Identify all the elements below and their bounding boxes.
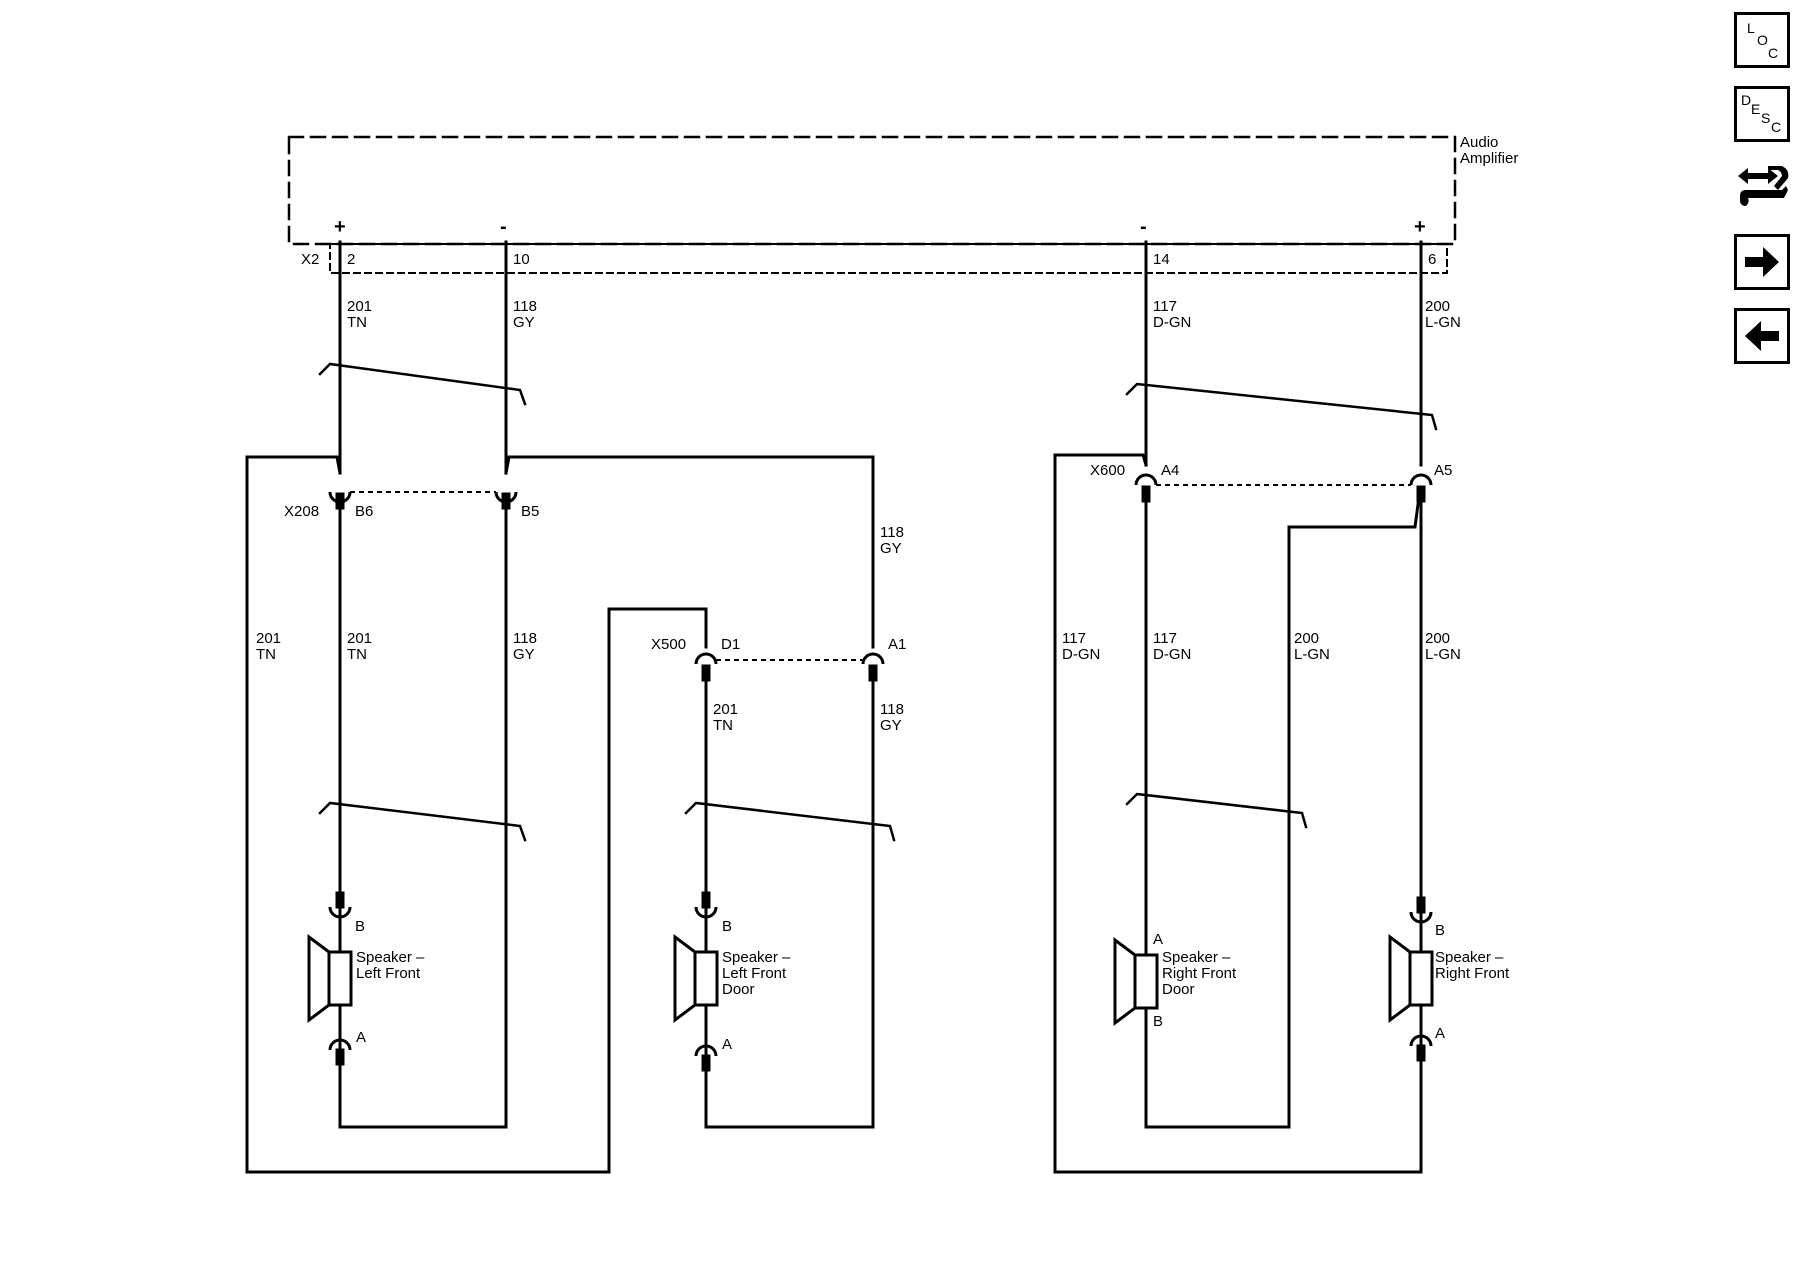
wire-201-loop [245,455,708,1174]
svg-text:C: C [1771,119,1781,135]
wire-color: L-GN [1294,646,1330,663]
wire-color: GY [880,717,902,734]
connector-pin: A4 [1161,462,1179,479]
speaker-right-front [1388,912,1434,1046]
speaker-pin: A [722,1036,732,1053]
wire-circuit: 117 [1062,630,1086,647]
wire-color: GY [880,540,902,557]
pin-polarity: - [1140,216,1147,238]
speaker-pin: A [356,1029,366,1046]
svg-text:D: D [1741,92,1751,108]
wire-circuit: 201 [256,630,281,647]
speaker-pin: B [355,918,365,935]
wire-circuit: 118 [880,524,904,541]
wire-color: L-GN [1425,646,1461,663]
wire-circuit: 200 [1425,630,1450,647]
connector-terminals [328,473,1433,1072]
svg-text:S: S [1761,110,1770,126]
svg-text:L: L [1747,20,1755,36]
speaker-label: Door [1162,981,1195,998]
wire-circuit: 118 [513,630,537,647]
connector-pin: A1 [888,636,906,653]
wire-circuit: 200 [1425,298,1450,315]
harness-break-marks [318,362,1438,842]
wire-color: TN [347,646,367,663]
connector-pin: B5 [521,503,539,520]
connector-pin: B6 [355,503,373,520]
prev-arrow-button[interactable] [1734,308,1790,364]
wire-circuit: 201 [347,630,372,647]
speaker-label: Left Front [722,965,787,982]
wire-color: TN [347,314,367,331]
module-connector-label: X2 [301,251,319,268]
svg-text:E: E [1751,101,1760,117]
wire-color: D-GN [1153,646,1191,663]
connector-pin: A5 [1434,462,1452,479]
speaker-label: Speaker – [722,949,791,966]
desc-button[interactable]: D E S C [1734,86,1790,142]
speaker-label: Speaker – [1162,949,1231,966]
loc-icon: L O C [1747,20,1778,61]
wire-color: D-GN [1062,646,1100,663]
wire-circuit: 117 [1153,630,1177,647]
wrench-button[interactable] [1734,160,1790,216]
audio-amplifier-box [287,135,1457,274]
wire-color: D-GN [1153,314,1191,331]
speaker-label: Door [722,981,755,998]
connector-pin: D1 [721,636,740,653]
connector-x208: X208 [284,503,319,520]
pin-number: 2 [347,251,355,268]
pin-polarity: + [334,216,346,238]
wire-circuit: 201 [713,701,738,718]
wrench-connector-icon [1738,166,1789,206]
desc-icon: D E S C [1741,92,1781,135]
speaker-label: Speaker – [356,949,425,966]
wire-color: L-GN [1425,314,1461,331]
wire-200-loop [1287,495,1421,1129]
svg-text:O: O [1757,32,1768,48]
wire-color: GY [513,314,535,331]
speaker-label: Left Front [356,965,421,982]
speaker-pin: B [1435,922,1445,939]
wire-117-loop [1053,453,1423,1174]
pin-polarity: + [1414,216,1426,238]
wire-color: TN [713,717,733,734]
module-name: Audio [1460,134,1498,151]
svg-text:C: C [1768,45,1778,61]
speaker-label: Right Front [1435,965,1510,982]
speaker-left-front [307,907,353,1050]
speaker-pin: A [1435,1025,1445,1042]
speaker-right-front-door [1113,937,1159,1026]
pin-number: 6 [1428,251,1436,268]
arrow-left-icon [1745,321,1779,351]
wire-circuit: 118 [513,298,537,315]
wire-color: GY [513,646,535,663]
wire-118-loop [504,455,875,649]
module-name: Amplifier [1460,150,1518,167]
speaker-pin: A [1153,931,1163,948]
pin-number: 10 [513,251,530,268]
next-arrow-button[interactable] [1734,234,1790,290]
pin-number: 14 [1153,251,1170,268]
speaker-label: Right Front [1162,965,1237,982]
speaker-left-front-door [673,907,719,1056]
connector-x600: X600 [1090,462,1125,479]
pin-polarity: - [500,216,507,238]
speaker-pin: B [1153,1013,1163,1030]
wire-circuit: 118 [880,701,904,718]
loc-button[interactable]: L O C [1734,12,1790,68]
speaker-pin: B [722,918,732,935]
wire-color: TN [256,646,276,663]
wire-circuit: 117 [1153,298,1177,315]
wire-circuit: 201 [347,298,372,315]
arrow-right-icon [1745,247,1779,277]
speaker-label: Speaker – [1435,949,1504,966]
wire-circuit: 200 [1294,630,1319,647]
connector-x500: X500 [651,636,686,653]
